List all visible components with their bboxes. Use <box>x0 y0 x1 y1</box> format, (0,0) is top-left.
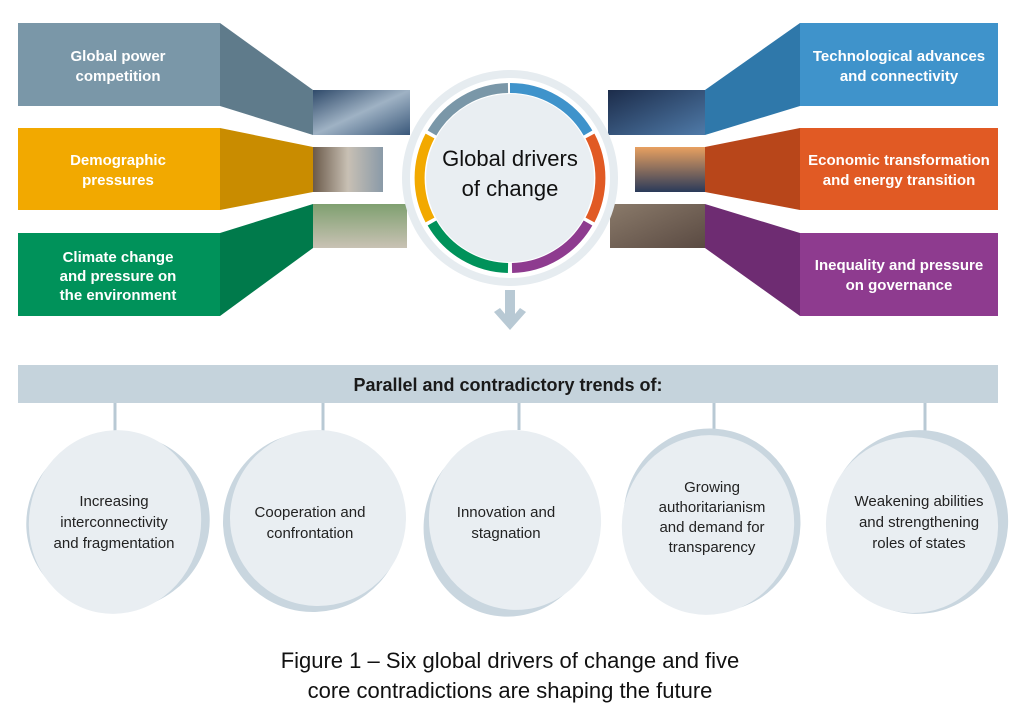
trend-label: and demand for <box>659 519 764 536</box>
trend-label: Growing <box>684 479 740 496</box>
trend-label: Cooperation and <box>255 504 366 521</box>
trend-label: authoritarianism <box>659 499 766 516</box>
trend-blob-5: Weakening abilities and strengthening role… <box>825 430 1009 614</box>
elderly-people-photo <box>313 147 383 192</box>
trend-blob-2: Cooperation and confrontation <box>223 430 406 612</box>
driver-global-power-competition: Global power competition <box>18 23 410 135</box>
trend-label: transparency <box>669 539 756 556</box>
ring-segment-orange <box>585 133 606 223</box>
trend-blob-4: Growing authoritarianism and demand for tra… <box>621 428 801 615</box>
trend-label: stagnation <box>471 525 540 542</box>
figure-caption: core contradictions are shaping the futu… <box>308 678 713 703</box>
trend-blob-3: Innovation and stagnation <box>423 430 602 617</box>
driver-label: Demographic <box>70 152 166 169</box>
driver-label: competition <box>76 68 161 85</box>
trend-label: Increasing <box>79 493 148 510</box>
flooded-crops-photo <box>313 204 407 248</box>
trend-label: confrontation <box>267 525 354 542</box>
trend-label: and strengthening <box>859 514 979 531</box>
driver-inequality: Inequality and pressure on governance <box>610 204 998 316</box>
driver-label: and pressure on <box>60 268 177 285</box>
driver-label: pressures <box>82 172 154 189</box>
driver-economic-transformation: Economic transformation and energy transi… <box>635 128 998 210</box>
driver-technological-advances: Technological advances and connectivity <box>608 23 998 135</box>
driver-label: the environment <box>60 287 177 304</box>
driver-climate-change: Climate change and pressure on the environ… <box>18 204 407 316</box>
figure-caption: Figure 1 – Six global drivers of change … <box>281 648 740 673</box>
center-title: Global drivers <box>442 146 578 171</box>
trend-label: Innovation and <box>457 504 555 521</box>
driver-label: Inequality and pressure <box>815 257 983 274</box>
driver-label: Economic transformation <box>808 152 990 169</box>
driver-label: and connectivity <box>840 68 959 85</box>
driver-label: on governance <box>846 277 953 294</box>
trend-label: Weakening abilities <box>855 493 984 510</box>
trend-blob-1: Increasing interconnectivity and fragmenta… <box>26 430 210 614</box>
trends-banner-title: Parallel and contradictory trends of: <box>353 375 662 395</box>
center-circle: Global drivers of change <box>402 70 618 286</box>
driver-label: Technological advances <box>813 48 985 65</box>
ring-segment-grey <box>427 83 509 136</box>
trend-label: interconnectivity <box>60 514 168 531</box>
ring-segment-green <box>427 220 509 273</box>
solar-panels-photo <box>635 147 705 192</box>
trends-banner <box>18 365 998 403</box>
ring-segment-blue <box>509 82 593 136</box>
connector-lines <box>113 403 927 432</box>
circuit-board-photo <box>608 90 705 135</box>
ring-segment-purple <box>511 220 593 273</box>
ring-segment-yellow <box>414 133 435 223</box>
naval-ships-photo <box>313 90 410 135</box>
trend-label: and fragmentation <box>54 535 175 552</box>
slum-photo <box>610 204 705 248</box>
driver-demographic-pressures: Demographic pressures <box>18 128 383 210</box>
trend-label: roles of states <box>872 535 965 552</box>
driver-label: and energy transition <box>823 172 976 189</box>
svg-text:Figure 1 – Six global drivers: Figure 1 – Six global drivers of change … <box>281 648 740 703</box>
down-arrow-icon <box>494 290 526 330</box>
driver-label: Global power <box>70 48 165 65</box>
center-title: of change <box>462 176 559 201</box>
driver-label: Climate change <box>63 249 174 266</box>
